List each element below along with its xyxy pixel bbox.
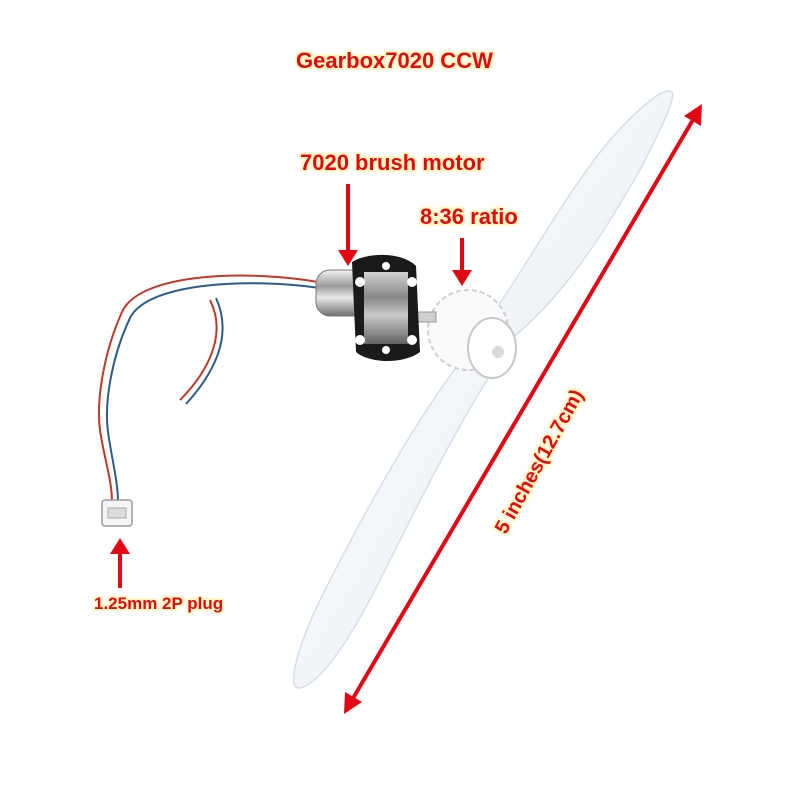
propeller-upper-blade: [478, 90, 674, 341]
gear-ratio-label: 8:36 ratio: [420, 204, 518, 229]
motor-mount: [352, 254, 420, 361]
motor-arrow: [338, 184, 358, 266]
product-title: Gearbox7020 CCW: [296, 48, 493, 73]
motor-wires: [97, 274, 321, 503]
annotation-arrows: [110, 104, 702, 714]
propeller-lower-blade: [292, 349, 502, 689]
size-arrow: [344, 104, 702, 714]
jst-plug: [101, 499, 133, 527]
gearbox: [427, 289, 517, 379]
blue-wire: [105, 282, 321, 503]
motor-label: 7020 brush motor: [300, 150, 485, 175]
prop-hub: [467, 317, 517, 379]
ratio-arrow: [452, 238, 472, 286]
hub-cap: [492, 346, 504, 358]
red-wire-loop: [179, 299, 218, 401]
propeller: [292, 90, 674, 689]
blue-wire-loop: [185, 297, 224, 405]
plug-label: 1.25mm 2P plug: [94, 594, 224, 613]
red-wire: [97, 274, 319, 503]
plug-arrow: [110, 538, 130, 588]
